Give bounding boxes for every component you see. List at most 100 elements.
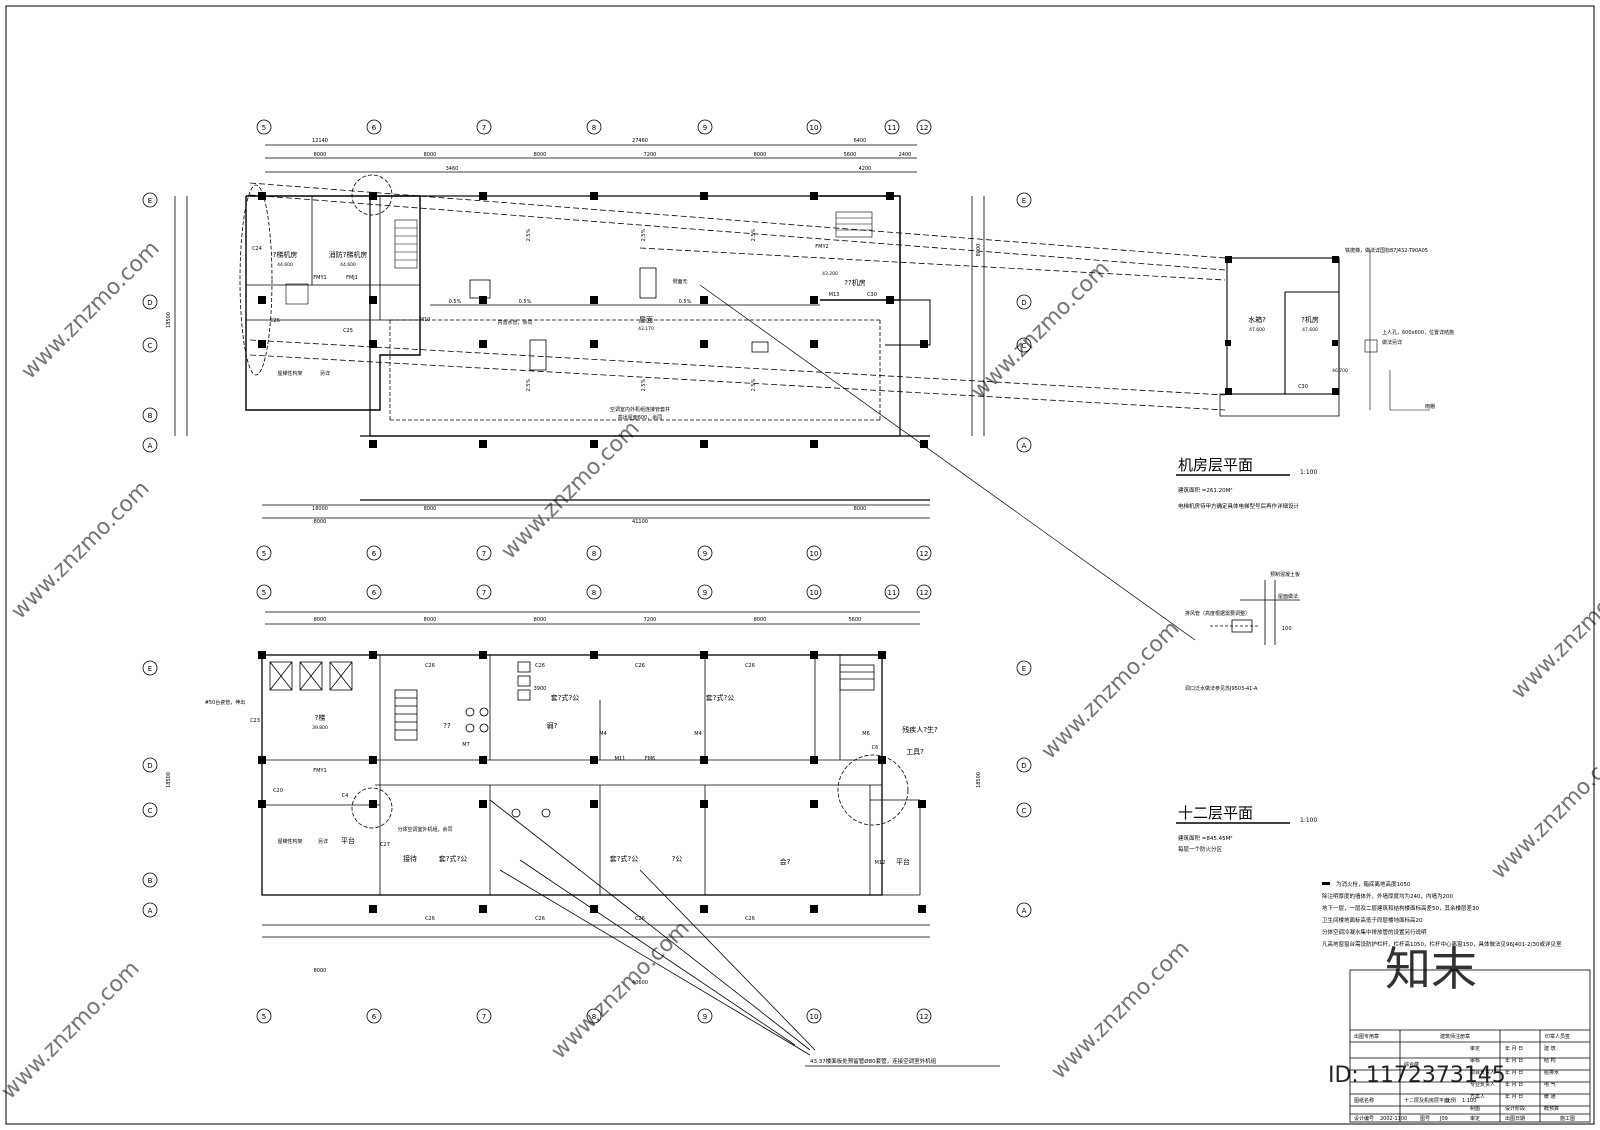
note-text: 内落水管，余同 (497, 319, 532, 326)
dimension-text: 27460 (632, 138, 648, 144)
axis-label: 8 (592, 124, 596, 132)
dimension-text: 8000 (424, 506, 437, 512)
dimension-text: 18000 (312, 506, 328, 512)
axis-label: 7 (482, 550, 486, 558)
level-mark: 44.600 (340, 262, 356, 268)
axis-label: 5 (262, 1013, 266, 1021)
tb-cell: 出图日期 (1505, 1115, 1525, 1122)
dimension-text: 8000 (314, 968, 327, 974)
machine-room-labels: 水箱? 47.600 ?机房 47.600 46.700 C30 (1248, 315, 1348, 390)
room-label: ?机房 (1301, 315, 1319, 324)
drawing-title: 机房层平面 (1178, 456, 1253, 474)
axis-label: 12 (920, 550, 929, 558)
machine-room-columns (1225, 256, 1339, 395)
tag-text: M13 (829, 292, 840, 298)
top-plan-axis-bubbles (142, 119, 1032, 561)
tb-cell: 项目负责人 (1470, 1069, 1495, 1076)
dimension-text: 8000 (534, 617, 547, 623)
note-text: 屋面做法 (1278, 593, 1298, 600)
axis-label: 12 (920, 1013, 929, 1021)
dimension-text: 7200 (644, 152, 657, 158)
axis-label: 5 (262, 550, 266, 558)
axis-label: 5 (262, 124, 266, 132)
axis-label: 10 (810, 1013, 819, 1021)
tb-cell: 施工图 (1560, 1115, 1575, 1122)
tb-cell: 设计编号 (1354, 1115, 1374, 1122)
watermark-layer: www.znzmo.com www.znzmo.com www.znzmo.co… (0, 236, 1600, 1104)
dimension-text: 8000 (854, 506, 867, 512)
watermark-text: www.znzmo.com (1507, 556, 1600, 704)
vent-detail (1210, 580, 1300, 645)
dimension-text: 8000 (424, 617, 437, 623)
tag-text: C26 (425, 663, 435, 669)
tag-text: C26 (745, 663, 755, 669)
tag-text: C20 (273, 788, 283, 794)
tb-cell: 年 月 日 (1505, 1081, 1523, 1088)
drawing-title: 十二层平面 (1178, 804, 1253, 822)
room-label: ?梯机房 (273, 250, 298, 259)
floor12-notes: #50台瓷管，伸出 屋梯性构架 另详 分体空调室外机组，余同 8000 8000… (166, 617, 982, 986)
axis-label: 8 (592, 1013, 596, 1021)
sheet-border (5, 5, 1595, 1125)
watermark-text: www.znzmo.com (17, 236, 165, 384)
vent-detail-labels: 预制混凝土板 排风管（高度根据需要调整） 屋面做法 洞口泛水做法参见苏J9503… (1185, 571, 1300, 692)
top-plan-room-labels: ?梯机房 44.600 消防?梯机房 44.600 ??机房 43.200 屋面… (273, 250, 866, 332)
axis-label: 7 (482, 1013, 486, 1021)
machine-room-notes: 铁爬梯，做法详国标87J432-T90A05 上人孔，600x600，位置详结施… (1345, 247, 1454, 410)
tb-cell: 审定 (1470, 1115, 1480, 1122)
tag-text: FM6 (645, 756, 655, 762)
tag-text: FMY1 (313, 768, 326, 774)
tag-text: C30 (1298, 384, 1308, 390)
tb-cell: 图号 (1420, 1116, 1430, 1122)
level-mark: 46.700 (1332, 368, 1348, 374)
note-text: #50台瓷管，伸出 (205, 699, 246, 706)
note-line: 除注明厚度的墙体外，外墙厚度均为240，内墙为200 (1322, 892, 1453, 900)
level-mark: 43.200 (822, 271, 838, 277)
tb-cell: 审定 (1470, 1045, 1480, 1052)
axis-label: A (1022, 907, 1027, 915)
note-text: 雨棚 (1425, 403, 1435, 410)
slope-mark: 2.5% (751, 228, 757, 241)
top-plan-notes: 内落水管，余同 侧面无 空调室内外机组连接管套井 高出屋面600，余同 屋梯性构… (252, 228, 877, 421)
watermark-text: www.znzmo.com (1487, 736, 1600, 884)
tag-text: FMJ1 (346, 275, 358, 281)
note-text: 洞口泛水做法参见苏J9503-41-A (1185, 685, 1258, 692)
watermark-id: ID: 1172373145 (1328, 1063, 1506, 1088)
axis-label: 12 (920, 124, 929, 132)
level-mark: 47.600 (1249, 327, 1265, 333)
tb-cell: 暖 通 (1544, 1093, 1556, 1100)
dimension-text: 40600 (632, 980, 648, 986)
hydrant-symbol (1322, 882, 1330, 885)
room-label: 平台 (896, 857, 910, 866)
dimension-text: 18500 (166, 312, 172, 328)
room-label: 消防?梯机房 (329, 250, 368, 259)
tb-cell: 专业负责人 (1470, 1081, 1495, 1088)
axis-label: 7 (482, 589, 486, 597)
watermark-text: www.znzmo.com (7, 476, 155, 624)
tb-cell: 年 月 日 (1505, 1069, 1523, 1076)
axis-label: 11 (888, 589, 897, 597)
note-text: 另详 (318, 838, 328, 845)
axis-label: 8 (592, 550, 596, 558)
tag-text: C26 (535, 663, 545, 669)
axis-label: C (148, 342, 153, 350)
roof-floor-plan (174, 144, 1226, 641)
dimension-text: 8000 (314, 617, 327, 623)
note-text: 屋梯性构架 (277, 370, 302, 377)
tag-text: C26 (635, 916, 645, 922)
room-label: 屋面 (639, 316, 653, 324)
dimension-text: 8000 (424, 152, 437, 158)
tag-text: M4 (599, 731, 607, 737)
machine-room-title: 机房层平面 1:100 建筑面积 =261.20M² 电梯机房待甲方确定具体电梯… (1176, 456, 1317, 510)
tag-text: FMY2 (815, 244, 828, 250)
area-text: 建筑面积 =845.45M² (1178, 834, 1233, 842)
dimension-text: 6400 (854, 138, 867, 144)
axis-label: D (1021, 299, 1026, 307)
level-mark: 39.800 (312, 725, 328, 731)
tb-cell: 结 构 (1544, 1057, 1556, 1064)
tb-cell: 图纸名称 (1354, 1097, 1374, 1104)
watermark-text: www.znzmo.com (967, 256, 1115, 404)
tb-cell: 审核 (1470, 1057, 1480, 1064)
floor12-title: 十二层平面 1:100 建筑面积 =845.45M² 每层一个防火分区 (1176, 804, 1317, 853)
tag-text: C25 (343, 328, 353, 334)
